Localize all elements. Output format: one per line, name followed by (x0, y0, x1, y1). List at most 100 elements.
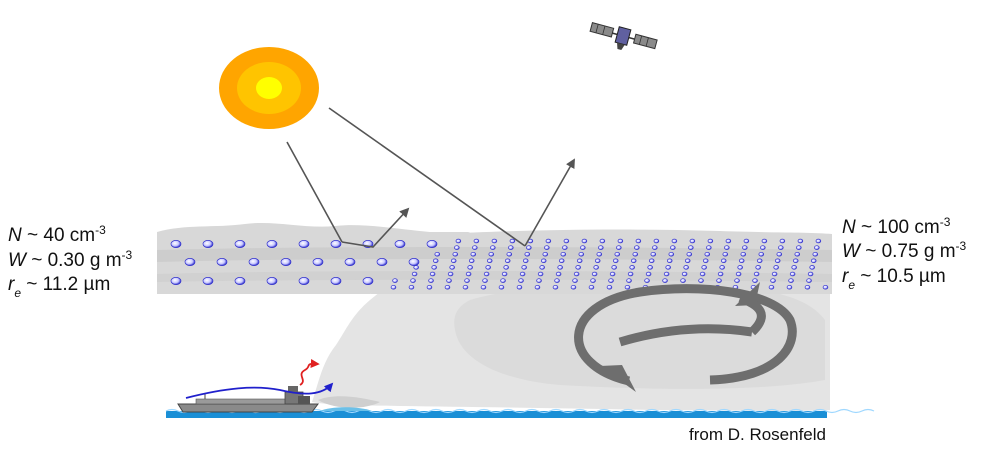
small-droplet (488, 251, 495, 257)
small-droplet (558, 258, 565, 264)
small-droplet (768, 284, 775, 290)
ship-exhaust-smoke (318, 396, 380, 408)
circulation-upper-arrowhead (600, 365, 636, 392)
small-droplet (572, 278, 578, 283)
small-droplet (806, 278, 812, 283)
small-droplet (716, 278, 722, 283)
small-droplet (465, 271, 472, 277)
large-droplet (394, 240, 406, 248)
small-droplet (684, 258, 691, 264)
small-droplet (426, 284, 433, 290)
small-droplet (699, 271, 706, 277)
small-droplet (634, 245, 640, 250)
small-droplet (431, 265, 437, 270)
small-droplet (616, 245, 622, 250)
small-droplet (670, 245, 676, 250)
small-droplet (688, 245, 694, 250)
small-droplet (720, 258, 727, 264)
solar-rays (286, 107, 575, 248)
small-droplet (794, 251, 801, 257)
small-droplet (760, 245, 766, 250)
small-droplet (779, 238, 786, 244)
small-droplet (707, 238, 714, 244)
small-droplet (680, 278, 686, 283)
small-droplet (735, 271, 742, 277)
small-droplet (563, 238, 570, 244)
small-droplet (701, 265, 707, 270)
small-droplet (570, 284, 577, 290)
circulation-upper-arrow (574, 284, 797, 386)
small-droplet (807, 271, 814, 277)
small-droplet (491, 238, 498, 244)
small-droplet (536, 278, 542, 283)
small-droplet (789, 271, 796, 277)
small-droplet (722, 251, 729, 257)
small-droplet (632, 251, 639, 257)
small-droplet (788, 278, 794, 283)
small-droplet (796, 245, 802, 250)
small-droplet (428, 278, 434, 283)
large-droplet (426, 240, 438, 248)
small-droplet (814, 245, 820, 250)
small-droplet (755, 265, 761, 270)
small-droplet (392, 278, 398, 283)
right-number-concentration: N ~ 100 cm-3 (842, 215, 951, 238)
small-droplet (719, 265, 725, 270)
small-droplet (668, 251, 675, 257)
small-droplet (648, 258, 655, 264)
left-effective-radius: re ~ 11.2 µm (8, 274, 110, 300)
small-droplet (653, 238, 660, 244)
small-droplet (485, 265, 491, 270)
incoming-ray-polluted (328, 107, 526, 247)
small-droplet (490, 245, 496, 250)
right-liquid-water: W ~ 0.75 g m-3 (842, 239, 967, 262)
small-droplet (434, 251, 441, 257)
small-droplet (645, 271, 652, 277)
small-droplet (608, 278, 614, 283)
large-droplets (170, 240, 438, 285)
small-droplet (702, 258, 709, 264)
small-droplet (444, 284, 451, 290)
small-droplet (408, 284, 415, 290)
small-droplet (452, 251, 459, 257)
satellite-icon (589, 22, 658, 51)
large-droplet (298, 277, 310, 285)
small-droplet (756, 258, 763, 264)
small-droplet (545, 238, 552, 244)
small-droplet (390, 284, 397, 290)
small-droplet (737, 265, 743, 270)
small-droplet (740, 251, 747, 257)
small-droplet (815, 238, 822, 244)
small-droplet (752, 278, 758, 283)
large-droplet (216, 258, 228, 266)
small-droplet (580, 245, 586, 250)
small-droplet (539, 265, 545, 270)
large-droplet (184, 258, 196, 266)
small-droplet (683, 265, 689, 270)
small-droplet (467, 265, 473, 270)
circulation-arrows (574, 282, 797, 392)
large-droplet (330, 277, 342, 285)
small-droplet (449, 265, 455, 270)
small-droplet (624, 284, 631, 290)
small-droplet (738, 258, 745, 264)
small-droplet (560, 251, 567, 257)
small-droplet (689, 238, 696, 244)
small-droplet (516, 284, 523, 290)
small-droplet (606, 284, 613, 290)
small-droplet (614, 251, 621, 257)
small-droplet (576, 258, 583, 264)
small-droplet (706, 245, 712, 250)
small-droplet (630, 258, 637, 264)
small-droplet (596, 251, 603, 257)
small-droplet (411, 271, 418, 277)
small-droplet (771, 271, 778, 277)
small-droplet (629, 265, 635, 270)
small-droplet (573, 271, 580, 277)
small-droplet (429, 271, 436, 277)
small-droplet (809, 265, 815, 270)
small-droplet (776, 251, 783, 257)
small-droplet (509, 238, 516, 244)
small-droplet (498, 284, 505, 290)
